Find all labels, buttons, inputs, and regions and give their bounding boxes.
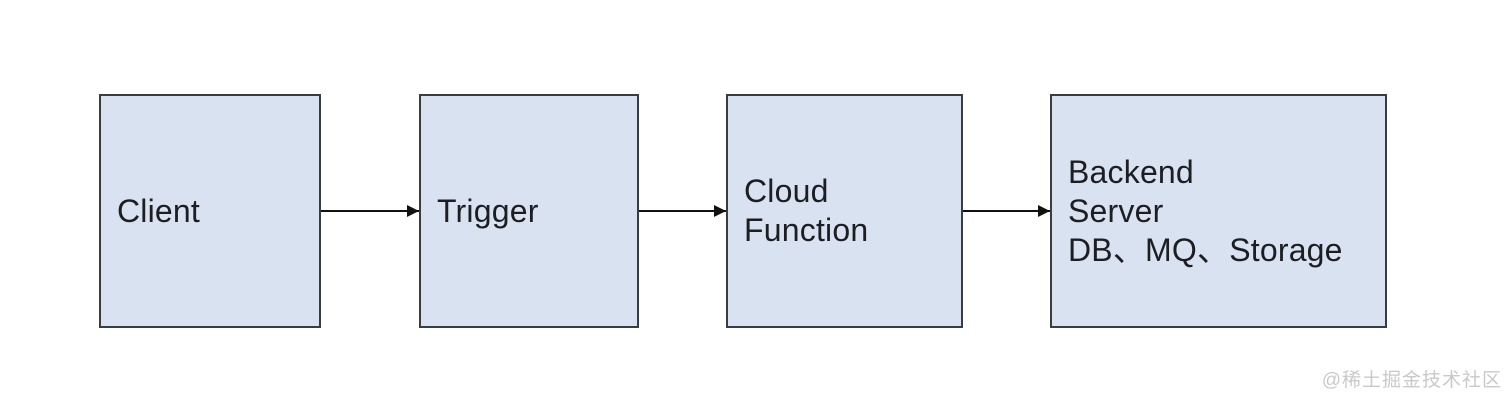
node-backend-server: Backend Server DB、MQ、Storage xyxy=(1050,94,1387,328)
arrow-cloud-function-to-backend-server xyxy=(963,205,1050,217)
node-client: Client xyxy=(99,94,321,328)
node-trigger: Trigger xyxy=(419,94,639,328)
arrow-client-to-trigger xyxy=(321,205,419,217)
node-cloud-function: Cloud Function xyxy=(726,94,963,328)
arrow-trigger-to-cloud-function xyxy=(639,205,726,217)
watermark-text: @稀土掘金技术社区 xyxy=(1321,370,1502,391)
